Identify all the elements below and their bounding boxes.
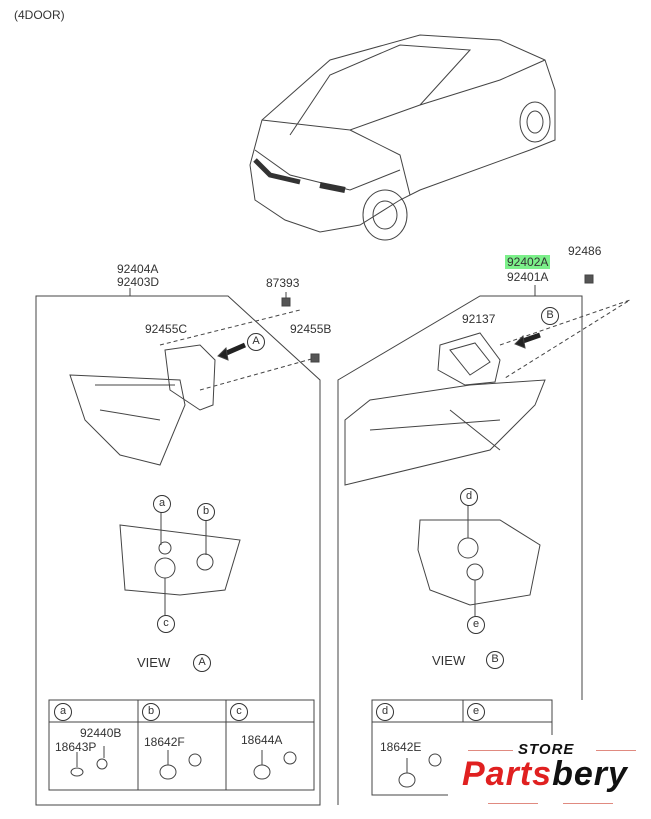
logo-brand: Partsbery: [462, 755, 628, 794]
part-number-highlighted[interactable]: 92402A: [505, 255, 551, 269]
table-key-b: b: [142, 703, 160, 721]
view-marker-a: A: [193, 654, 211, 672]
right-panel-frame: [337, 295, 583, 805]
part-number[interactable]: 92404A: [117, 262, 159, 276]
bulb-table-left: [48, 699, 315, 791]
part-number[interactable]: 18644A: [241, 733, 283, 747]
part-number[interactable]: 92486: [568, 244, 602, 258]
part-number[interactable]: 92440B: [80, 726, 122, 740]
table-key-c: c: [230, 703, 248, 721]
callout-b: b: [197, 503, 215, 521]
callout-d: d: [460, 488, 478, 506]
part-number[interactable]: 18642E: [380, 740, 422, 754]
table-key-d: d: [376, 703, 394, 721]
view-label: VIEW: [432, 653, 466, 668]
table-key-e: e: [467, 703, 485, 721]
view-marker-b: B: [486, 651, 504, 669]
highlight: 92402A: [505, 255, 551, 269]
variant-label: (4DOOR): [14, 8, 65, 22]
callout-c: c: [157, 615, 175, 633]
part-number[interactable]: 92455C: [145, 322, 188, 336]
view-marker-b: B: [541, 307, 559, 325]
part-number[interactable]: 87393: [266, 276, 300, 290]
logo-brand-red: Parts: [462, 755, 553, 793]
part-number[interactable]: 92401A: [507, 270, 549, 284]
part-number[interactable]: 92137: [462, 312, 496, 326]
store-watermark-logo: STORE Partsbery: [448, 735, 651, 819]
logo-store-text: STORE: [518, 741, 575, 758]
logo-brand-black: bery: [552, 755, 628, 793]
car-illustration: [249, 34, 556, 241]
table-key-a: a: [54, 703, 72, 721]
part-number[interactable]: 18642F: [144, 735, 185, 749]
part-number[interactable]: 92455B: [290, 322, 332, 336]
callout-e: e: [467, 616, 485, 634]
view-marker-a: A: [247, 333, 265, 351]
part-number[interactable]: 18643P: [55, 740, 97, 754]
part-number[interactable]: 92403D: [117, 275, 160, 289]
left-panel-frame: [35, 295, 321, 806]
view-label: VIEW: [137, 655, 171, 670]
callout-a: a: [153, 495, 171, 513]
